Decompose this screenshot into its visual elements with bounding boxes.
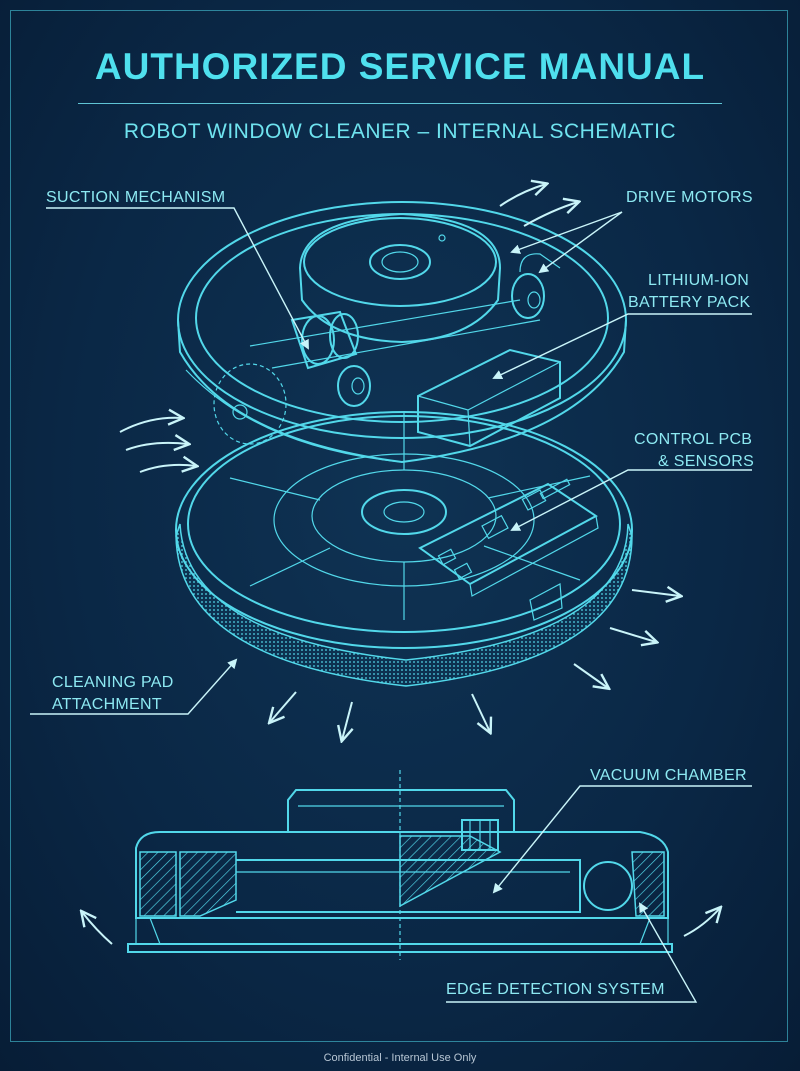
callout-leaders	[30, 207, 752, 1003]
label-pad-line2: ATTACHMENT	[52, 696, 162, 713]
label-suction-mechanism: SUCTION MECHANISM	[46, 189, 226, 206]
label-edge-detection: EDGE DETECTION SYSTEM	[446, 981, 665, 998]
label-vacuum-chamber: VACUUM CHAMBER	[590, 767, 747, 784]
page-subtitle: ROBOT WINDOW CLEANER – INTERNAL SCHEMATI…	[123, 120, 677, 143]
label-drive-motors: DRIVE MOTORS	[626, 189, 753, 206]
lower-tray	[175, 411, 633, 687]
cross-section	[127, 770, 673, 960]
label-battery-line1: LITHIUM-ION	[648, 272, 750, 289]
blueprint-border	[10, 10, 788, 1042]
label-pad-line1: CLEANING PAD	[52, 674, 174, 691]
upper-housing	[177, 201, 627, 464]
airflow-arrows	[82, 184, 720, 945]
confidential-footer: Confidential - Internal Use Only	[323, 1052, 477, 1064]
page-title: AUTHORIZED SERVICE MANUAL	[94, 46, 706, 87]
title-divider	[78, 103, 722, 104]
label-pcb-line1: CONTROL PCB	[634, 431, 753, 448]
label-pcb-line2: & SENSORS	[658, 453, 755, 470]
label-battery-line2: BATTERY PACK	[628, 294, 751, 311]
